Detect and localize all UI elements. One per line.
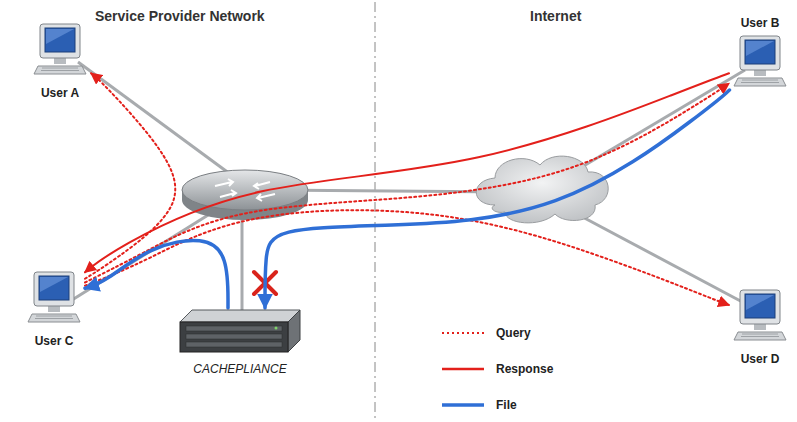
- legend-line-sample: [440, 363, 486, 375]
- file-flow: [265, 90, 729, 308]
- user-computer: User C: [23, 270, 85, 348]
- region-heading: Service Provider Network: [95, 8, 265, 24]
- region-divider: [375, 2, 376, 420]
- computer-icon: [732, 34, 788, 90]
- computer-icon: [732, 288, 788, 344]
- region-heading: Internet: [530, 8, 581, 24]
- user-label: User C: [35, 334, 74, 348]
- computer-icon: [32, 22, 88, 78]
- legend-item: Response: [440, 362, 553, 376]
- internet-cloud: [476, 156, 608, 223]
- computer-icon: [26, 270, 82, 326]
- legend-item: Query: [440, 326, 531, 340]
- network-cables: [72, 62, 748, 312]
- legend-text: File: [496, 398, 517, 412]
- legend-text: Response: [496, 362, 553, 376]
- legend-text: Query: [496, 326, 531, 340]
- cache-appliance: CACHEPLIANCE: [175, 308, 305, 376]
- user-computer: User D: [729, 288, 791, 366]
- legend-line-sample: [440, 327, 486, 339]
- legend-line-sample: [440, 399, 486, 411]
- device-label: CACHEPLIANCE: [193, 362, 286, 376]
- user-computer: User B: [729, 16, 791, 90]
- user-label: User A: [41, 86, 79, 100]
- legend-item: File: [440, 398, 517, 412]
- user-computer: User A: [29, 22, 91, 100]
- user-label: User D: [741, 352, 780, 366]
- appliance-icon: [178, 308, 302, 354]
- query-flow: [85, 83, 729, 282]
- file-flow: [85, 240, 228, 308]
- user-label: User B: [741, 16, 780, 30]
